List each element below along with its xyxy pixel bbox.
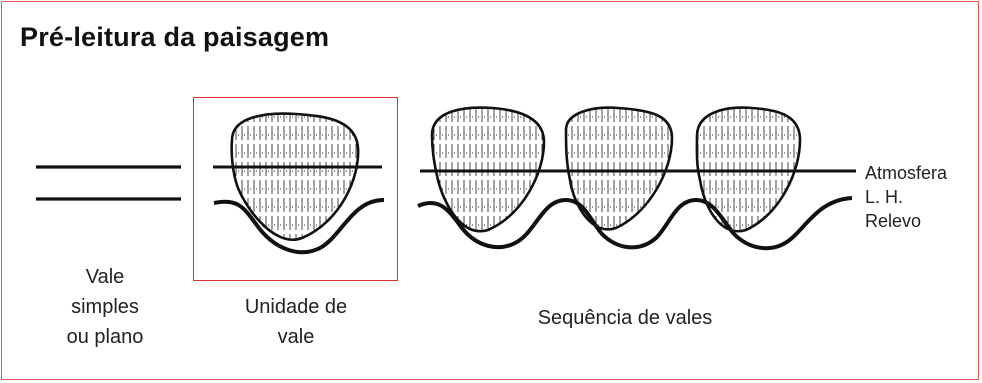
valley-unit-highlight-box: [193, 97, 398, 281]
label-unidade-de-vale: Unidade de vale: [221, 292, 371, 352]
label-unidade-line-2: vale: [277, 326, 315, 348]
sequence-relief-curve: [417, 196, 853, 251]
label-sequencia-de-vales: Sequência de vales: [537, 307, 713, 329]
label-vale-simples: Vale simples ou plano: [50, 262, 160, 352]
sequence-atmosphere-blob-3: [695, 106, 802, 233]
label-unidade-line-1: Unidade de: [244, 296, 348, 318]
sequence-atmosphere-blob-2: [564, 106, 674, 231]
label-vale-simples-line-3: ou plano: [66, 326, 144, 348]
valley-unit-atmosphere-blob: [230, 112, 360, 241]
valley-unit-relief-curve: [213, 198, 385, 255]
label-vale-simples-line-2: simples: [71, 296, 139, 318]
legend-atmosfera: Atmosfera: [865, 163, 948, 183]
layer-legend: Atmosfera L. H. Relevo: [865, 161, 947, 233]
page-title: Pré-leitura da paisagem: [20, 22, 330, 52]
label-vale-simples-line-1: Vale: [85, 266, 125, 288]
legend-lh: L. H.: [865, 187, 904, 207]
legend-relevo: Relevo: [865, 211, 922, 231]
sequence-atmosphere-blob-1: [430, 106, 546, 233]
